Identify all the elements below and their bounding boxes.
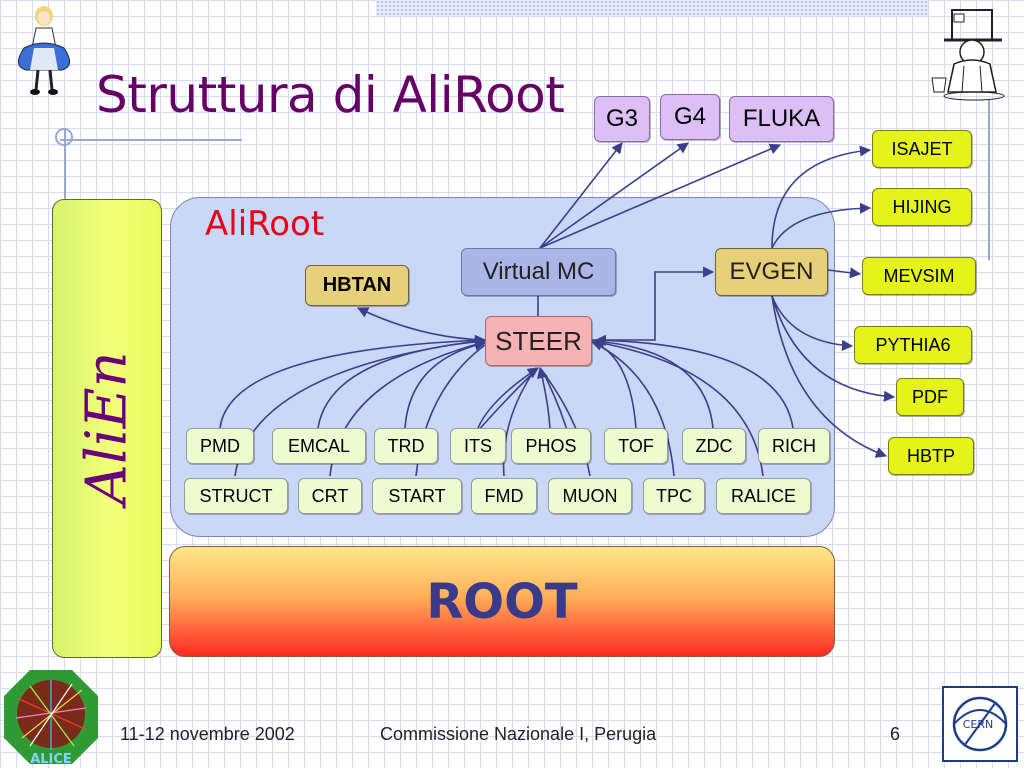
detector-box-tof: TOF	[604, 428, 668, 464]
generator-label-hbtp: HBTP	[906, 445, 955, 466]
title-rule-vertical	[64, 128, 66, 200]
detector-box-crt: CRT	[298, 478, 362, 514]
evgen-box: EVGEN	[715, 248, 828, 296]
cern-logo-text: CERN	[963, 718, 994, 731]
detector-label-trd: TRD	[387, 435, 425, 456]
generator-label-hijing: HIJING	[892, 196, 952, 217]
detector-box-fmd: FMD	[471, 478, 537, 514]
detector-label-zdc: ZDC	[695, 435, 733, 456]
detector-box-phos: PHOS	[511, 428, 591, 464]
slide-title: Struttura di AliRoot	[96, 66, 565, 124]
detector-box-rich: RICH	[758, 428, 830, 464]
detector-box-struct: STRUCT	[184, 478, 288, 514]
virtual-mc-box: Virtual MC	[461, 248, 616, 296]
cern-logo: CERN	[942, 686, 1018, 762]
transport-label-g3: G3	[605, 105, 638, 132]
alice-logo-text: ALICE	[30, 752, 72, 766]
detector-box-trd: TRD	[374, 428, 438, 464]
detector-box-start: START	[372, 478, 462, 514]
aliroot-label: AliRoot	[205, 204, 325, 244]
steer-box: STEER	[485, 316, 592, 366]
mad-hatter-illustration	[931, 9, 1005, 101]
virtual-mc-label: Virtual MC	[482, 258, 595, 285]
header-stripe	[376, 0, 928, 16]
alien-panel	[52, 199, 162, 658]
generator-label-isajet: ISAJET	[891, 138, 953, 159]
detector-label-tpc: TPC	[656, 485, 692, 506]
evgen-label: EVGEN	[729, 258, 814, 285]
detector-label-rich: RICH	[772, 435, 816, 456]
detector-label-crt: CRT	[311, 485, 349, 506]
detector-box-pmd: PMD	[186, 428, 254, 464]
detector-box-tpc: TPC	[643, 478, 705, 514]
detector-label-fmd: FMD	[484, 485, 524, 506]
generator-label-pdf: PDF	[912, 386, 948, 407]
right-rule	[988, 100, 990, 260]
detector-label-its: ITS	[463, 435, 492, 456]
detector-box-ralice: RALICE	[716, 478, 811, 514]
detector-box-zdc: ZDC	[682, 428, 746, 464]
detector-label-emcal: EMCAL	[287, 435, 350, 456]
root-label: ROOT	[426, 573, 578, 630]
transport-label-g4: G4	[673, 103, 706, 130]
detector-box-emcal: EMCAL	[272, 428, 366, 464]
detector-label-muon: MUON	[562, 485, 618, 506]
hbtan-box: HBTAN	[305, 265, 409, 306]
detector-box-its: ITS	[450, 428, 506, 464]
alice-experiment-logo: ALICE	[4, 670, 98, 766]
hbtan-label: HBTAN	[322, 274, 392, 296]
generator-box-pythia6: PYTHIA6	[854, 326, 972, 364]
alice-illustration	[18, 6, 70, 95]
generator-box-pdf: PDF	[896, 378, 964, 416]
transport-box-g4: G4	[660, 94, 720, 140]
alien-label: AliEn	[74, 351, 140, 505]
generator-box-isajet: ISAJET	[872, 130, 972, 168]
footer-page-number: 6	[890, 724, 901, 744]
steer-label: STEER	[495, 325, 582, 356]
detector-label-tof: TOF	[618, 435, 654, 456]
detector-label-pmd: PMD	[200, 435, 240, 456]
generator-label-pythia6: PYTHIA6	[875, 334, 951, 355]
detector-box-muon: MUON	[548, 478, 632, 514]
transport-label-fluka: FLUKA	[742, 105, 821, 132]
detector-label-start: START	[388, 485, 446, 506]
title-rule	[60, 139, 242, 141]
footer-date: 11-12 novembre 2002	[120, 724, 295, 744]
transport-box-g3: G3	[594, 96, 650, 142]
generator-box-hbtp: HBTP	[888, 437, 974, 475]
generator-box-hijing: HIJING	[872, 188, 972, 226]
detector-label-phos: PHOS	[525, 435, 577, 456]
generator-label-mevsim: MEVSIM	[883, 265, 955, 286]
transport-box-fluka: FLUKA	[729, 96, 834, 142]
root-panel: ROOT	[169, 546, 835, 657]
detector-label-ralice: RALICE	[730, 485, 797, 506]
detector-label-struct: STRUCT	[199, 485, 273, 506]
title-rule-circle	[55, 128, 73, 146]
generator-box-mevsim: MEVSIM	[862, 257, 976, 295]
footer-event: Commissione Nazionale I, Perugia	[380, 724, 657, 744]
